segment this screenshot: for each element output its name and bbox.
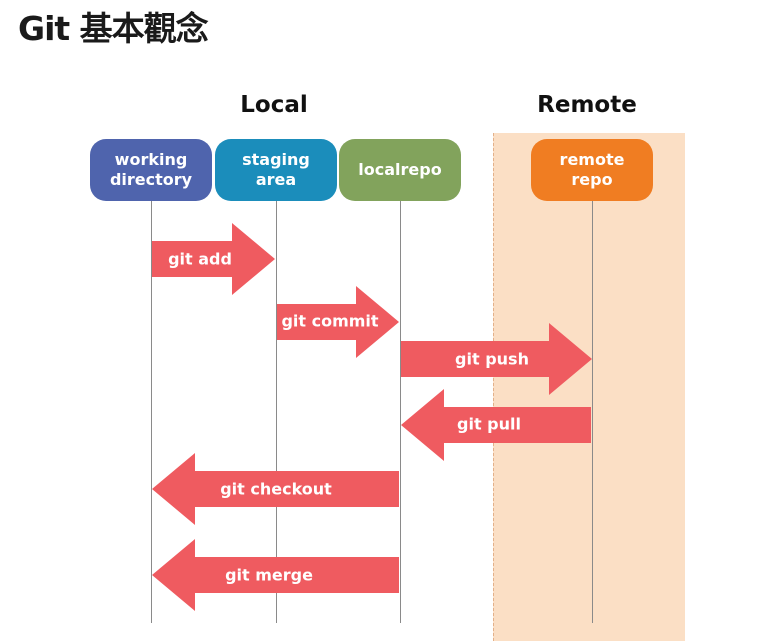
page-title: Git 基本觀念 [18, 9, 209, 48]
arrow-git-add [152, 223, 275, 295]
arrow-git-push [401, 323, 592, 395]
lifeline-working-directory [151, 195, 152, 623]
lifeline-remote-repo [592, 195, 593, 623]
arrow-git-checkout [152, 453, 399, 525]
node-localrepo: localrepo [339, 139, 461, 201]
arrow-label-git-checkout: git checkout [220, 479, 332, 499]
arrow-label-git-add: git add [168, 249, 232, 269]
section-heading-remote: Remote [537, 92, 637, 118]
remote-zone-background [493, 133, 685, 641]
arrow-label-git-push: git push [455, 349, 529, 369]
arrow-git-commit [277, 286, 399, 358]
arrow-label-git-pull: git pull [457, 414, 521, 434]
node-staging-area: staging area [215, 139, 337, 201]
section-heading-local: Local [240, 92, 308, 118]
node-working-directory: working directory [90, 139, 212, 201]
arrow-label-git-merge: git merge [225, 565, 313, 585]
node-remote-repo: remote repo [531, 139, 653, 201]
arrow-git-merge [152, 539, 399, 611]
lifeline-staging-area [276, 195, 277, 623]
arrow-label-git-commit: git commit [281, 311, 379, 331]
arrow-git-pull [401, 389, 591, 461]
lifeline-localrepo [400, 195, 401, 623]
